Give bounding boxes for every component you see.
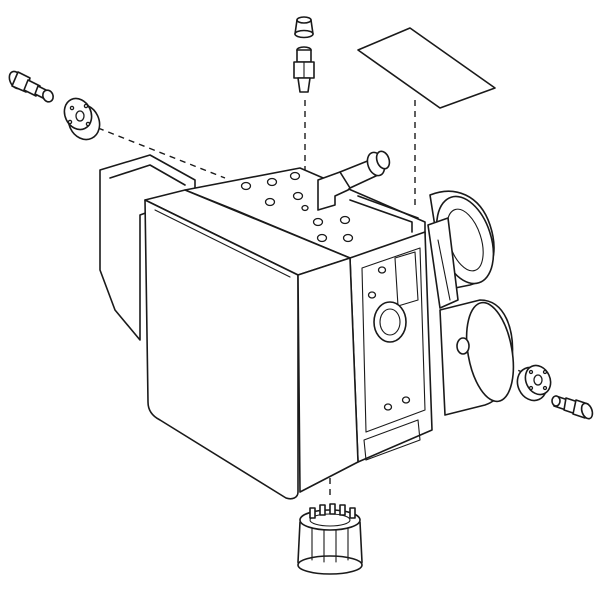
port-hole [292, 191, 304, 201]
left-cushion [63, 97, 101, 141]
right-face-bore [373, 301, 407, 343]
left-bolt [8, 70, 54, 103]
port-hole [342, 233, 354, 243]
connector-pins [309, 503, 356, 519]
bolt-head [580, 402, 594, 420]
bolt-tip [551, 395, 561, 407]
right-face-slot [394, 251, 419, 307]
bleeder-plug [293, 46, 315, 93]
cushion-dot [85, 121, 91, 127]
cushion-dot [542, 369, 548, 375]
port-hole [289, 171, 301, 181]
port-hole [301, 204, 309, 212]
right-face-panel [361, 247, 426, 433]
body-front-edge [154, 209, 291, 278]
label-plate [357, 27, 496, 109]
block-right-face [349, 231, 433, 463]
cap-top [296, 16, 312, 24]
cushion-dot [83, 103, 89, 109]
motor-lower-end [465, 301, 515, 403]
pump-motor [427, 190, 515, 416]
cushion-hole [533, 374, 543, 386]
plug-stem [297, 77, 311, 93]
port-hole [312, 217, 324, 227]
connector-pin [349, 507, 356, 519]
connector-base [297, 555, 363, 575]
port-hole [264, 197, 276, 207]
hydraulic-block [184, 167, 433, 463]
body-side-face [297, 257, 359, 493]
elbow-fitting [317, 150, 391, 211]
right-face-hole [377, 266, 387, 274]
port-hole [266, 177, 278, 187]
actuator-body [144, 189, 359, 500]
block-ridge [349, 199, 413, 233]
elbow-end [375, 150, 391, 170]
right-cushion [516, 364, 552, 402]
bracket-edge [109, 164, 186, 186]
cap-base [294, 29, 314, 39]
motor-band-line [437, 239, 451, 301]
right-face-label-slot [363, 419, 421, 461]
cushion-dot [528, 385, 534, 391]
cushion-dot [542, 385, 548, 391]
port-hole [316, 233, 328, 243]
port-hole [240, 181, 252, 191]
connector-pin [339, 504, 346, 516]
right-face-hole [367, 291, 377, 299]
plug-thread [296, 49, 312, 63]
label-plate-sheet [357, 27, 496, 109]
bolt-tip [42, 89, 54, 103]
right-face-bore-inner [379, 308, 401, 336]
right-bolt [551, 395, 594, 420]
right-face-hole [383, 403, 393, 411]
bottom-connector [297, 503, 363, 575]
connector-pin [309, 507, 316, 519]
cushion-dot [528, 369, 534, 375]
cushion-dot [69, 105, 75, 111]
connector-pin [319, 504, 326, 516]
bleeder-cap [294, 16, 314, 39]
body-front-face [144, 199, 299, 500]
motor-stud [456, 337, 470, 355]
cushion-hole [75, 110, 85, 122]
connector-pin [329, 503, 336, 515]
leader-left-bolt [97, 127, 226, 179]
right-face-hole [401, 396, 411, 404]
cushion-dot [67, 119, 73, 125]
block-ridge-2 [357, 195, 419, 219]
port-hole [339, 215, 351, 225]
